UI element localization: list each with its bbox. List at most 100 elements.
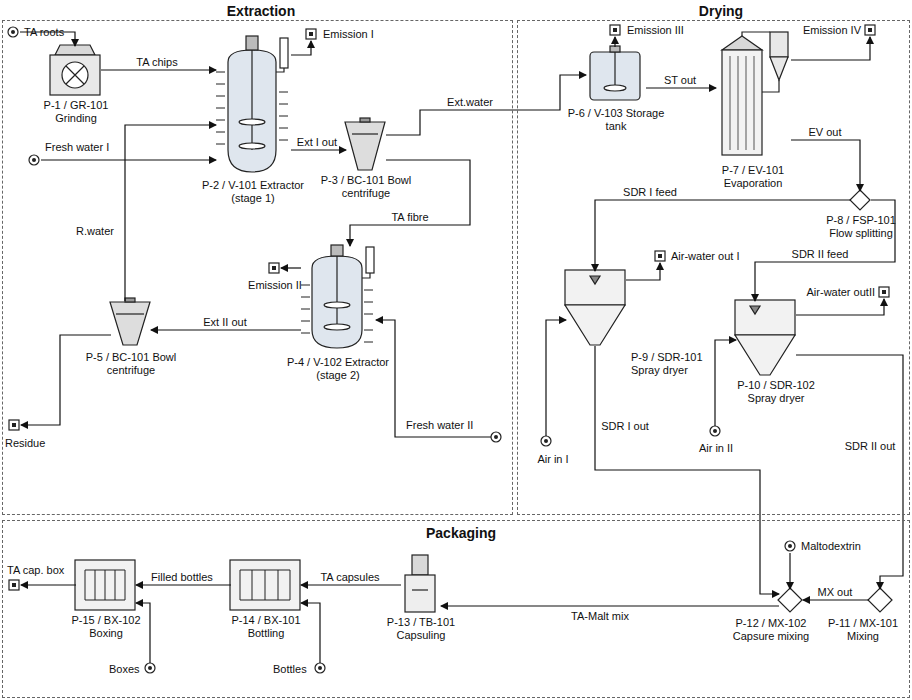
unit-label: TA cap. box [7, 564, 71, 577]
unit-box: P-2 / V-101 Extractor (stage 1) [216, 36, 291, 176]
unit-label: Emission IV [791, 24, 861, 37]
unit-box: Air in II [710, 426, 722, 438]
unit-label: P-4 / V-102 Extractor (stage 2) [283, 356, 393, 382]
stream-label: MX out [816, 586, 855, 599]
unit-label: TA roots [24, 26, 94, 39]
unit-label: Maltodextrin [801, 540, 876, 553]
stream-line [791, 37, 870, 60]
unit-box: Emission III [610, 25, 622, 37]
unit-box: Emission I [306, 29, 318, 41]
unit-label: P-3 / BC-101 Bowl centrifuge [311, 174, 421, 200]
stream-line [595, 200, 851, 271]
unit-label: Air in I [523, 453, 583, 466]
stream-line [614, 37, 615, 47]
unit-label: Air in II [691, 442, 741, 455]
stream-line [350, 160, 470, 246]
unit-box: Air in I [541, 436, 553, 448]
unit-box: Air-water outII [879, 287, 891, 299]
unit-box: Bottles [315, 663, 327, 675]
unit-box: P-10 / SDR-102 Spray dryer [736, 301, 796, 376]
unit-box: P-7 / EV-101 Evaporation [716, 31, 791, 161]
stream-line [796, 299, 884, 315]
stream-line [715, 340, 736, 426]
unit-box: P-6 / V-103 Storage tank [586, 47, 646, 103]
unit-box: P-13 / TB-101 Capsuling [401, 556, 441, 613]
unit-label: P-5 / BC-101 Bowl centrifuge [81, 351, 181, 377]
unit-label: P-10 / SDR-102 Spray dryer [726, 379, 826, 405]
stream-label: TA fibre [389, 211, 430, 224]
stream-line [151, 329, 301, 330]
unit-box: Emission II [269, 263, 281, 275]
stream-label: EV out [806, 126, 843, 139]
unit-label: Residue [5, 437, 55, 450]
stream-line [291, 149, 346, 150]
stream-line [441, 605, 779, 606]
unit-box: Air-water out I [655, 251, 667, 263]
stream-line [301, 584, 401, 585]
stream-line [376, 320, 491, 437]
unit-label: P-8 / FSP-101 Flow splitting [816, 214, 906, 240]
unit-label: Emission III [627, 24, 697, 37]
unit-label: Fresh water II [406, 419, 486, 432]
stream-label: SDR I feed [621, 186, 679, 199]
stream-line [41, 159, 216, 160]
stream-label: SDR I out [599, 420, 651, 433]
unit-label: P-11 / MX-101 Mixing [821, 617, 905, 643]
stream-line [791, 140, 860, 191]
stream-line [646, 87, 716, 88]
section-heading: Packaging [411, 525, 511, 541]
stream-label: SDR II feed [790, 248, 851, 261]
stream-line [301, 603, 320, 663]
stream-label: SDR II out [843, 440, 898, 453]
stream-label: TA capsules [318, 571, 381, 584]
stream-line [281, 267, 301, 268]
unit-box: P-3 / BC-101 Bowl centrifuge [346, 121, 386, 171]
unit-label: P-9 / SDR-101 Spray dryer [631, 351, 709, 377]
unit-label: Emission II [245, 279, 305, 292]
section-heading: Extraction [211, 3, 311, 19]
unit-label: Fresh water I [45, 141, 125, 154]
unit-box: P-12 / MX-102 Capsure mixing [779, 589, 803, 613]
stream-line [21, 335, 111, 425]
unit-label: P-14 / BX-101 Bottling [221, 614, 311, 640]
unit-label: P-13 / TB-101 Capsuling [376, 616, 466, 642]
unit-label: P-12 / MX-102 Capsure mixing [723, 617, 819, 643]
unit-label: Boxes [109, 663, 145, 676]
unit-box: TA roots [8, 27, 20, 39]
stream-label: Ext I out [295, 136, 339, 149]
stream-label: ST out [662, 74, 698, 87]
unit-box: P-5 / BC-101 Bowl centrifuge [111, 301, 151, 346]
unit-label: Emission I [323, 28, 393, 41]
unit-box: P-8 / FSP-101 Flow splitting [851, 191, 871, 211]
unit-box: P-14 / BX-101 Bottling [231, 556, 301, 611]
unit-box: Fresh water I [29, 155, 41, 167]
unit-label: Air-water outII [787, 286, 875, 299]
stream-line [136, 584, 231, 585]
unit-label: Bottles [273, 663, 313, 676]
unit-label: P-2 / V-101 Extractor (stage 1) [198, 179, 308, 205]
stream-label: R.water [74, 225, 116, 238]
stream-line [546, 320, 566, 436]
section-heading: Drying [671, 3, 771, 19]
stream-line [386, 75, 586, 135]
stream-label: TA-Malt mix [569, 610, 631, 623]
stream-label: Ext II out [201, 316, 248, 329]
stream-line [789, 553, 790, 589]
unit-box: Fresh water II [491, 432, 503, 444]
stream-label: TA chips [134, 56, 179, 69]
stream-line [125, 125, 216, 301]
unit-label: Air-water out I [671, 250, 761, 263]
unit-label: P-15 / BX-102 Boxing [61, 614, 151, 640]
unit-box: Emission IV [865, 25, 877, 37]
stream-line [291, 41, 311, 55]
stream-line [21, 584, 76, 585]
unit-label: P-7 / EV-101 Evaporation [703, 164, 803, 190]
unit-box: Maltodextrin [785, 541, 797, 553]
unit-box: P-1 / GR-101 Grinding [51, 46, 101, 96]
stream-label: Filled bottles [149, 571, 215, 584]
unit-box: P-15 / BX-102 Boxing [76, 556, 136, 611]
stream-line [803, 599, 869, 600]
unit-box: TA cap. box [9, 580, 21, 592]
section-region: PackagingP-11 / MX-101 MixingP-12 / MX-1… [2, 520, 910, 698]
